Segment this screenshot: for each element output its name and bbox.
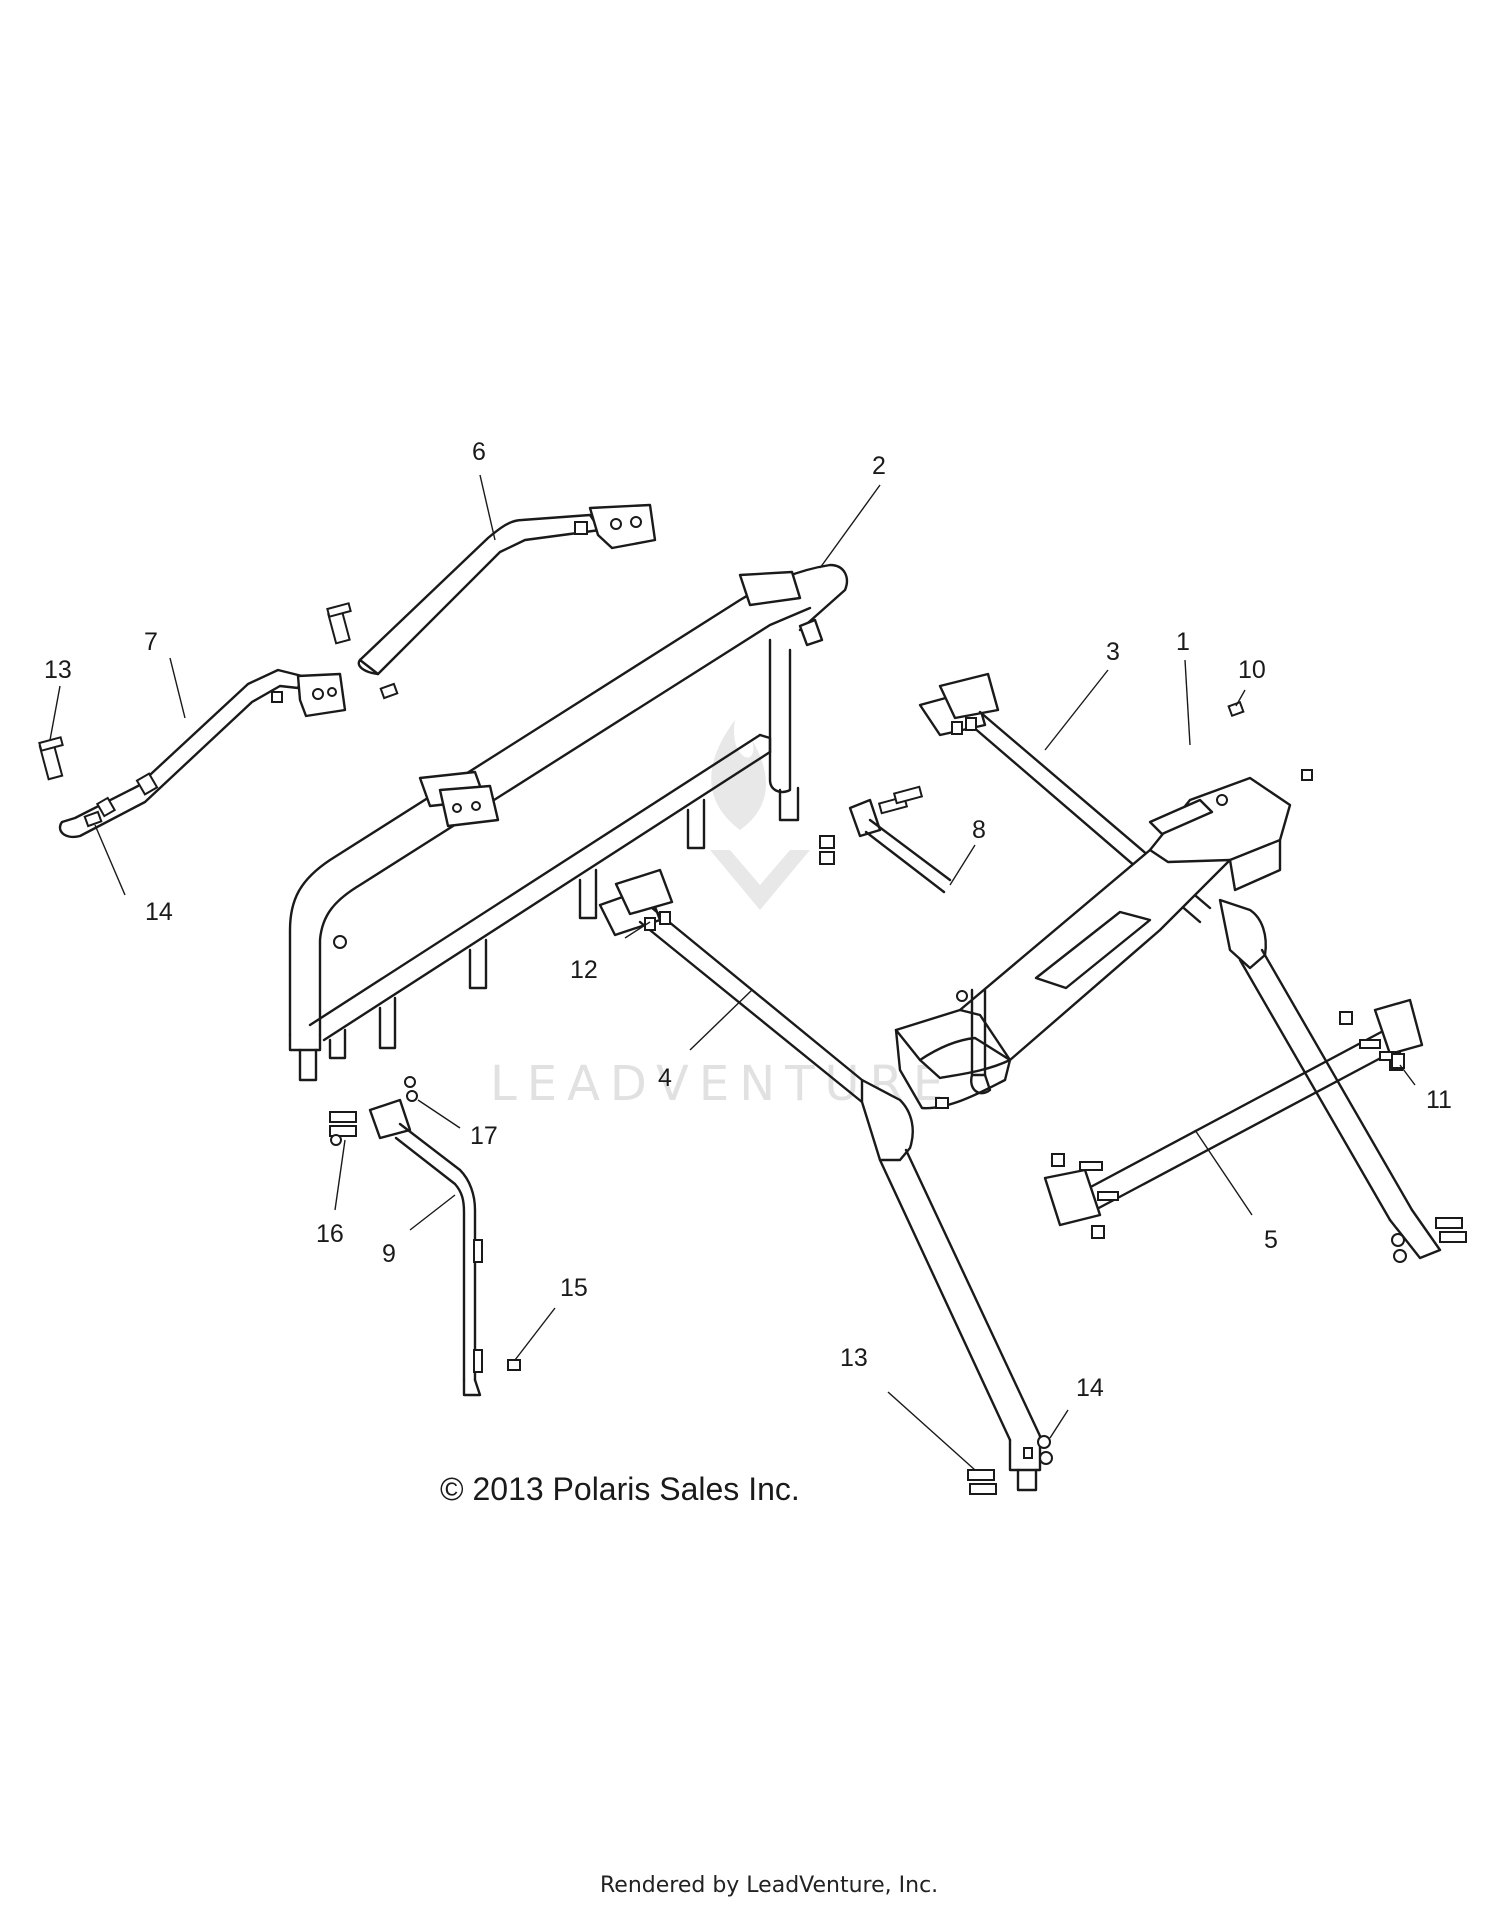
- callout-8: 8: [972, 816, 986, 844]
- hardware-bottom-center: [935, 1097, 949, 1109]
- callouts: 1 2 3 4 5 6 7 8 9 10 11 12 13 13 14 14 1…: [44, 438, 1452, 1402]
- callout-5: 5: [1264, 1226, 1278, 1254]
- hardware-11: [1391, 1053, 1405, 1069]
- part-7-side-tube: [58, 668, 347, 839]
- callout-1: 1: [1176, 628, 1190, 656]
- part-6-roof-tube: [357, 503, 657, 676]
- callout-13b: 13: [840, 1344, 868, 1372]
- part-1-rear-panel: [894, 776, 1292, 1110]
- part-2-front-cab-frame: [288, 563, 849, 1082]
- footer-credit: Rendered by LeadVenture, Inc.: [600, 1873, 938, 1898]
- hardware-bottom-right: [967, 1435, 1053, 1495]
- callout-6: 6: [472, 438, 486, 466]
- part-5-rear-cross-tube: [1043, 898, 1467, 1263]
- callout-12: 12: [570, 956, 598, 984]
- callout-11: 11: [1426, 1086, 1452, 1114]
- part-4-rear-left-leg: [598, 868, 1042, 1492]
- callout-9: 9: [382, 1240, 396, 1268]
- leader-lines: [49, 474, 1416, 1471]
- callout-3: 3: [1106, 638, 1120, 666]
- callout-13a: 13: [44, 656, 72, 684]
- callout-7: 7: [144, 628, 158, 656]
- watermark-v-icon: [710, 850, 810, 910]
- part-8-small-tube: [819, 785, 952, 894]
- callout-2: 2: [872, 452, 886, 480]
- callout-4: 4: [658, 1064, 672, 1092]
- callout-10: 10: [1238, 656, 1266, 684]
- hardware-10: [1227, 700, 1313, 781]
- watermark-flame-icon: [711, 720, 766, 830]
- watermark: LEADVENTURE: [490, 720, 943, 1112]
- copyright-notice: © 2013 Polaris Sales Inc.: [440, 1471, 800, 1507]
- part-9-side-hoop: [329, 1076, 521, 1397]
- callout-16: 16: [316, 1220, 344, 1248]
- callout-17: 17: [470, 1122, 498, 1150]
- callout-15: 15: [560, 1274, 588, 1302]
- callout-14b: 14: [1076, 1374, 1104, 1402]
- callout-14a: 14: [145, 898, 173, 926]
- hardware-left: [38, 602, 399, 828]
